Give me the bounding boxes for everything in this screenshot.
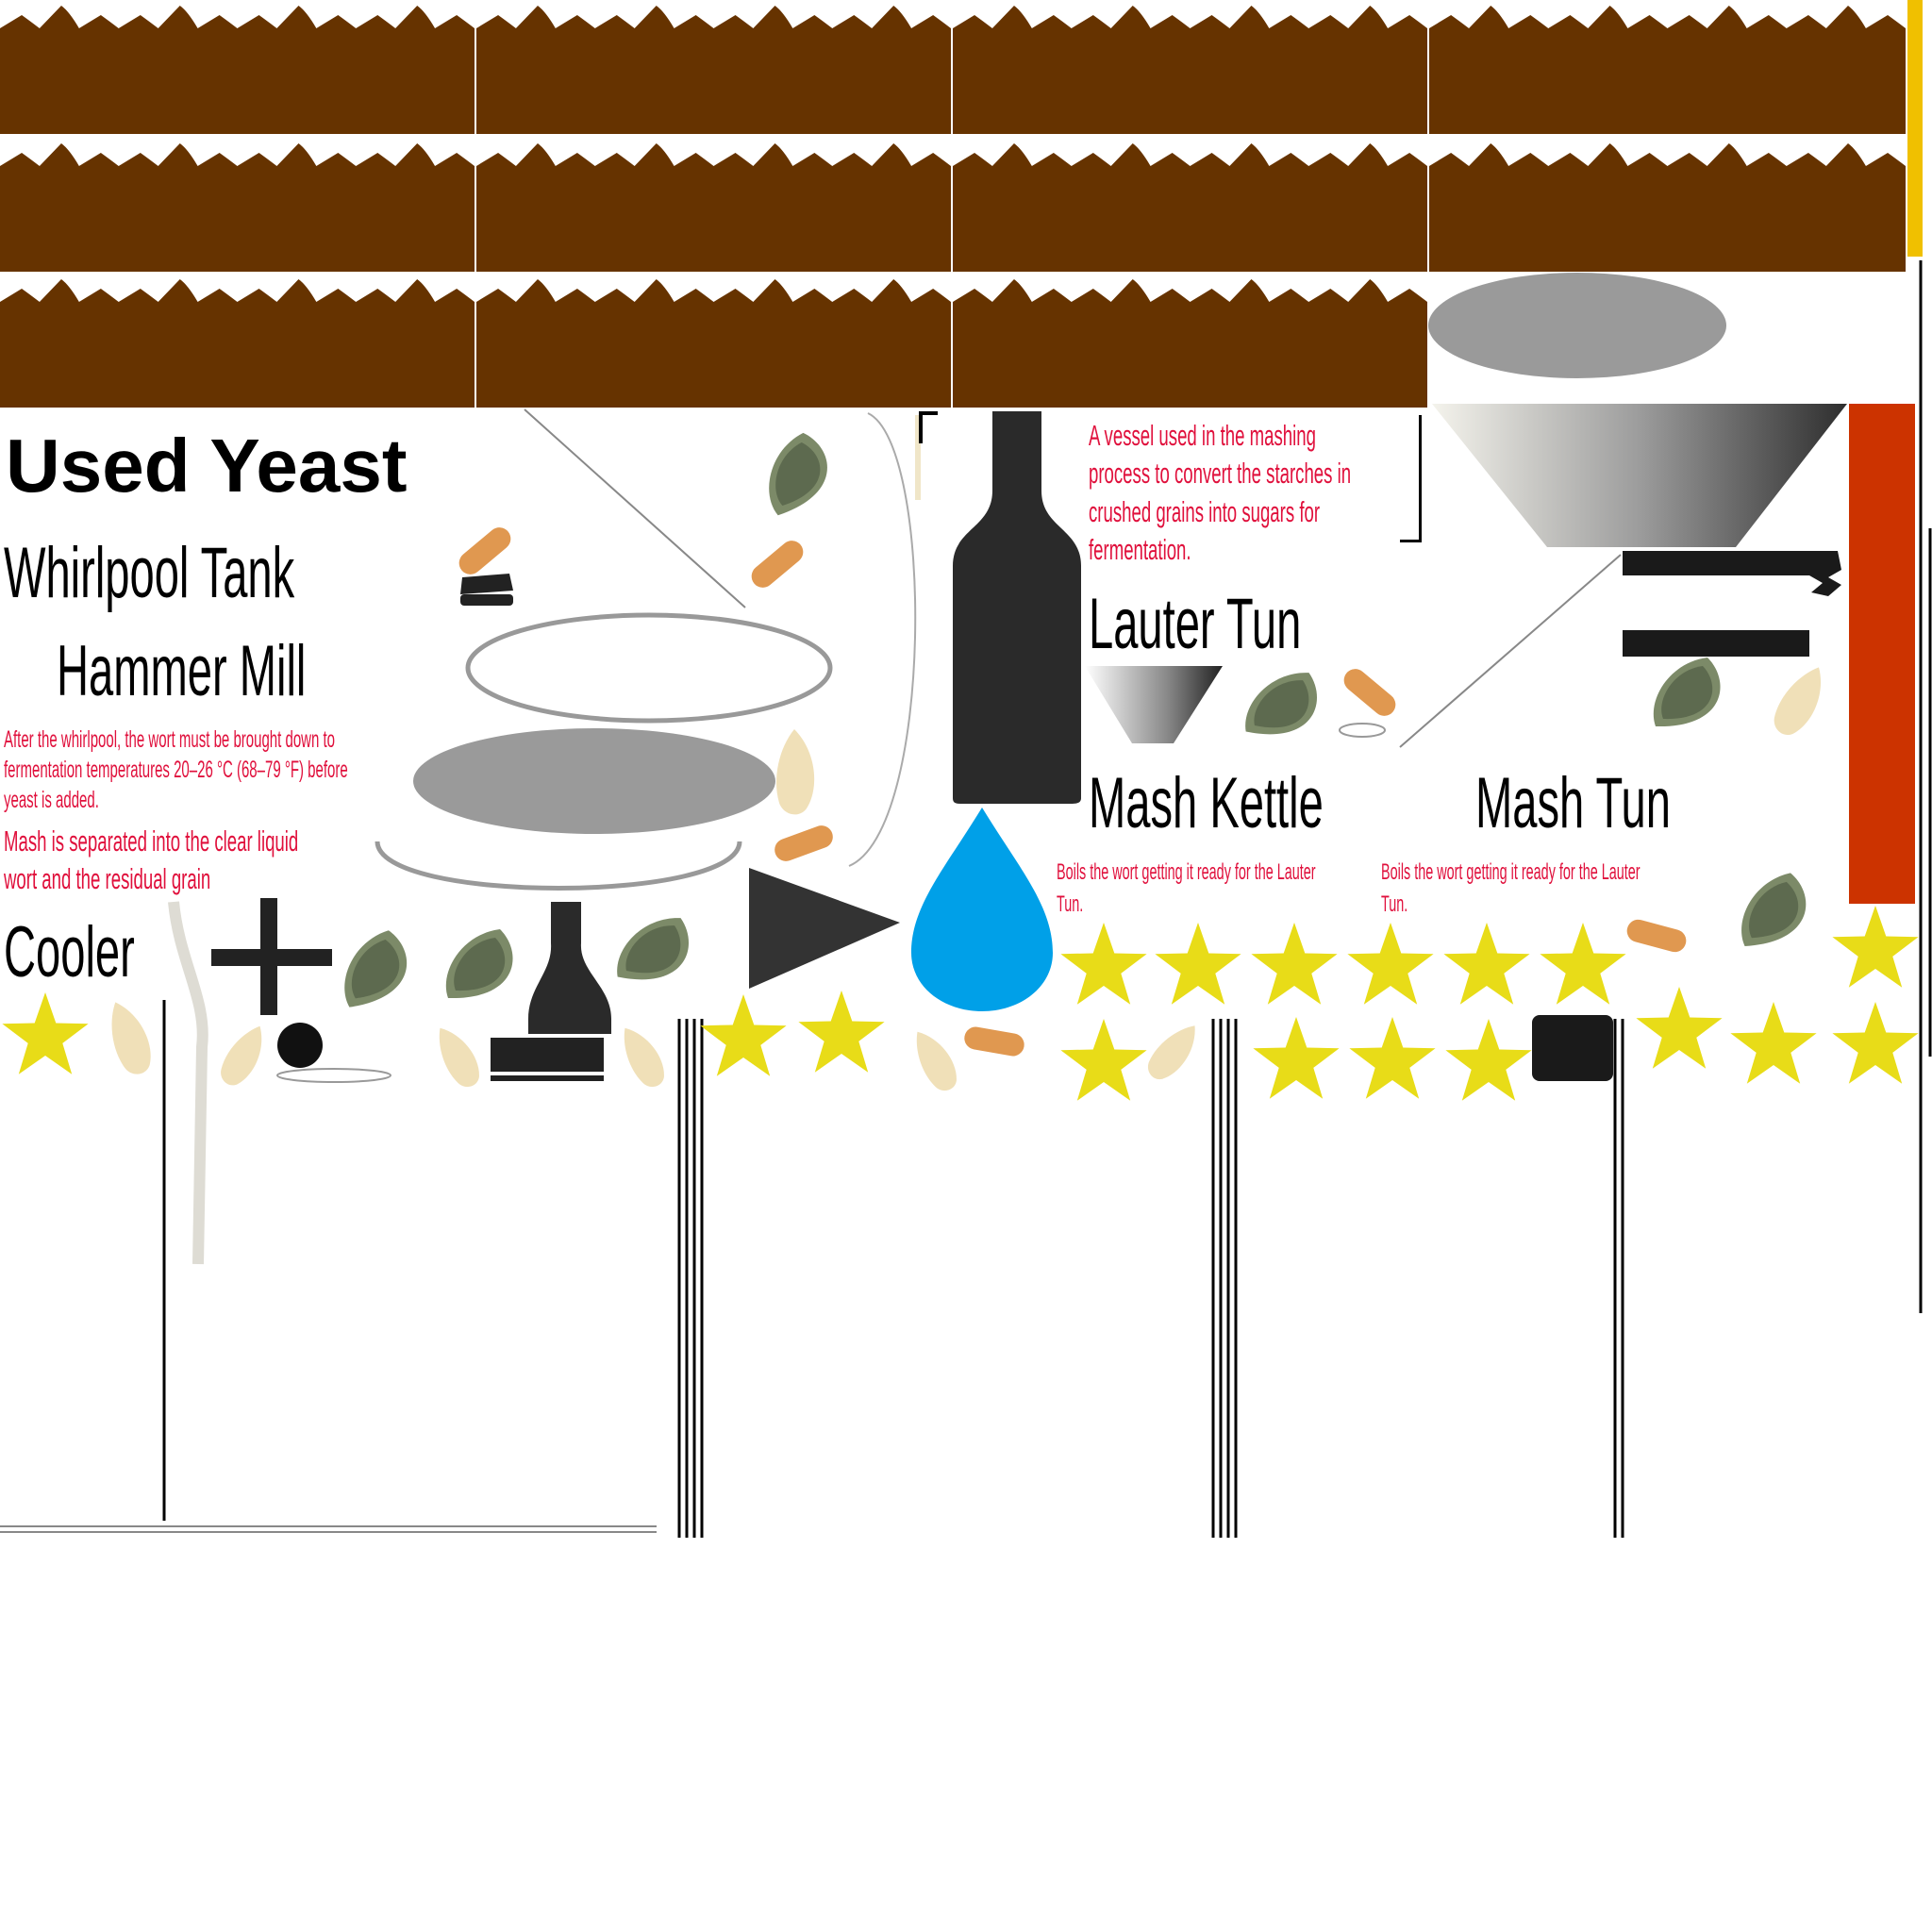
label-lauter-tun: Lauter Tun [1089,584,1302,664]
grain-seed [612,1020,672,1092]
desc-mashing-vessel: A vessel used in the mashing process to … [1089,419,1352,566]
label-mash-kettle: Mash Kettle [1089,763,1324,843]
grain-pill [771,822,837,865]
grey-disc-large [1428,273,1726,378]
rule-bundle-1 [677,1019,704,1538]
funnel-small [1085,666,1223,743]
star-icon [1060,1019,1147,1101]
stem-curve [168,901,208,1265]
star-icon [1832,1002,1919,1084]
label-whirlpool-tank: Whirlpool Tank [4,533,295,613]
bottle-icon [953,411,1081,804]
grain-pill [1339,664,1401,721]
star-icon [1349,1017,1436,1099]
star-icon [1730,1002,1817,1084]
soil-tile [0,6,475,134]
mill-part [460,574,513,594]
rule-bundle-2 [1211,1019,1238,1538]
soil-tiles [0,6,1906,408]
star-icon [1832,906,1919,988]
star-icon [1443,923,1530,1005]
star-icon [1445,1019,1532,1101]
label-hammer-mill: Hammer Mill [57,631,307,711]
bottle-neck-part [528,902,611,1034]
soil-tile [953,143,1427,272]
soil-tile [953,279,1427,408]
soil-tile [0,279,475,408]
soil-tile [0,143,475,272]
grain-seed [427,1020,487,1092]
red-panel [1849,404,1915,904]
leaf-sprite [1243,663,1322,743]
grain-pill [746,536,808,592]
desc-tun-boil: Boils the wort getting it ready for the … [1381,859,1641,917]
star-icon [1636,987,1723,1069]
soil-tile [1429,6,1906,134]
grey-disc [413,728,775,834]
star-icon [1347,923,1434,1005]
leaf-sprite [752,428,840,517]
grain-seed [214,1019,274,1091]
star-icon [798,991,885,1073]
star-icon [700,994,787,1076]
star-icon [1155,923,1241,1005]
star-icon [1251,923,1338,1005]
star-icon [1253,1017,1340,1099]
funnel-large [1432,404,1847,547]
ball-icon [277,1023,323,1068]
leaf-sprite [445,929,513,999]
leaf-sprite [615,908,693,989]
desc-whirlpool-cooling: After the whirlpool, the wort must be br… [4,726,348,813]
grain-pill [962,1024,1026,1058]
leaf-sprite [335,927,413,1008]
desc-kettle-boil: Boils the wort getting it ready for the … [1057,859,1316,917]
bracket-connector [1809,551,1841,596]
desc-mash-separated: Mash is separated into the clear liquid … [4,824,299,896]
play-triangle-icon [749,868,900,989]
grain-seed [1767,658,1835,742]
dark-box [1532,1015,1613,1081]
rule-bundle-3 [1613,1019,1624,1538]
star-icon [1060,923,1147,1005]
grain-pill [1624,917,1690,955]
water-drop-icon [911,808,1053,1011]
star-icon [2,992,89,1074]
grain-seed [1141,1016,1208,1087]
plus-icon [211,898,332,1015]
soil-tile [953,6,1427,134]
soil-tile [1429,143,1906,272]
leaf-sprite [1653,658,1721,727]
star-icon [1540,923,1626,1005]
soil-tile [476,6,951,134]
grain-seed [100,995,158,1079]
black-bar-upper [1623,551,1809,575]
grain-pill [454,523,516,579]
soil-tile [476,279,951,408]
label-mash-tun: Mash Tun [1475,763,1671,843]
ring-arc [375,841,742,891]
yellow-strip [1907,0,1923,257]
leaf-sprite [1737,872,1809,947]
label-used-yeast: Used Yeast [6,424,408,508]
ring-outline [465,612,833,724]
grain-seed [905,1024,964,1096]
label-cooler: Cooler [4,912,135,992]
grain-seed [776,729,815,815]
black-bar-lower [1623,630,1809,657]
soil-tile [476,143,951,272]
